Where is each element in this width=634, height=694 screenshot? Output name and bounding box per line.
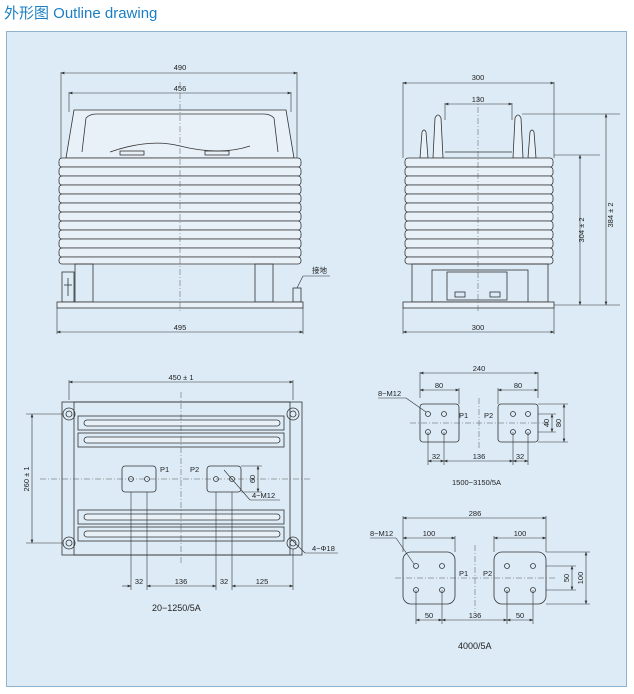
d1500-dim-3: 32 xyxy=(516,452,524,461)
side-view: 300 130 300 xyxy=(402,73,620,334)
d4000-pad-left-label: 100 xyxy=(423,529,436,538)
ground-label: 接地 xyxy=(312,265,327,275)
side-base-300-label: 300 xyxy=(472,323,485,332)
detail-4000-view: 286 100 100 P1 P2 8−M12 50 100 50 xyxy=(370,509,590,651)
bottom-view: 450 ± 1 P1 P2 60 4−M12 xyxy=(22,373,338,613)
d1500-dim-1: 32 xyxy=(432,452,440,461)
d4000-h-inner-label: 50 xyxy=(562,574,571,582)
front-view: 490 456 接地 xyxy=(56,63,330,334)
d4000-h-outer-label: 100 xyxy=(576,572,585,585)
bottom-caption: 20−1250/5A xyxy=(152,603,201,613)
d4000-dim-2: 136 xyxy=(469,611,482,620)
d4000-p2-label: P2 xyxy=(483,569,492,578)
d1500-caption: 1500−3150/5A xyxy=(452,478,501,487)
bottom-bolt-label: 4−M12 xyxy=(252,491,275,500)
bottom-dim-3: 32 xyxy=(220,577,228,586)
d1500-h-outer-label: 80 xyxy=(554,419,563,427)
front-width-490-label: 490 xyxy=(174,63,187,72)
bottom-p2-label: P2 xyxy=(190,465,199,474)
side-width-300-label: 300 xyxy=(472,73,485,82)
bottom-p1-label: P1 xyxy=(160,465,169,474)
d1500-overall-label: 240 xyxy=(473,364,486,373)
page-title: 外形图 Outline drawing xyxy=(4,5,158,22)
d4000-p1-label: P1 xyxy=(459,569,468,578)
d1500-h-inner-label: 40 xyxy=(542,419,551,427)
d1500-p2-label: P2 xyxy=(484,411,493,420)
bottom-hole-label: 4−Φ18 xyxy=(312,544,335,553)
bottom-width-label: 450 ± 1 xyxy=(169,373,194,382)
d1500-dim-2: 136 xyxy=(473,452,486,461)
d1500-bolt-label: 8−M12 xyxy=(378,389,401,398)
bottom-terminal-h-label: 60 xyxy=(248,475,257,483)
d1500-pad-right-label: 80 xyxy=(514,381,522,390)
d1500-p1-label: P1 xyxy=(459,411,468,420)
d4000-dim-3: 50 xyxy=(516,611,524,620)
height-384-label: 384 ± 2 xyxy=(606,203,615,228)
front-base-495-label: 495 xyxy=(174,323,187,332)
d4000-pad-right-label: 100 xyxy=(514,529,527,538)
detail-1500-view: 240 80 80 P1 P2 8−M12 40 80 32 xyxy=(378,364,568,487)
bottom-dim-1: 32 xyxy=(135,577,143,586)
front-width-456-label: 456 xyxy=(174,84,187,93)
bottom-dim-2: 136 xyxy=(175,577,188,586)
d4000-bolt-label: 8−M12 xyxy=(370,529,393,538)
d4000-overall-label: 286 xyxy=(469,509,482,518)
height-304-label: 304 ± 2 xyxy=(577,218,586,243)
bottom-height-label: 260 ± 1 xyxy=(22,467,31,492)
d1500-pad-left-label: 80 xyxy=(435,381,443,390)
d4000-caption: 4000/5A xyxy=(458,641,492,651)
bottom-dim-4: 125 xyxy=(256,577,269,586)
d4000-dim-1: 50 xyxy=(425,611,433,620)
